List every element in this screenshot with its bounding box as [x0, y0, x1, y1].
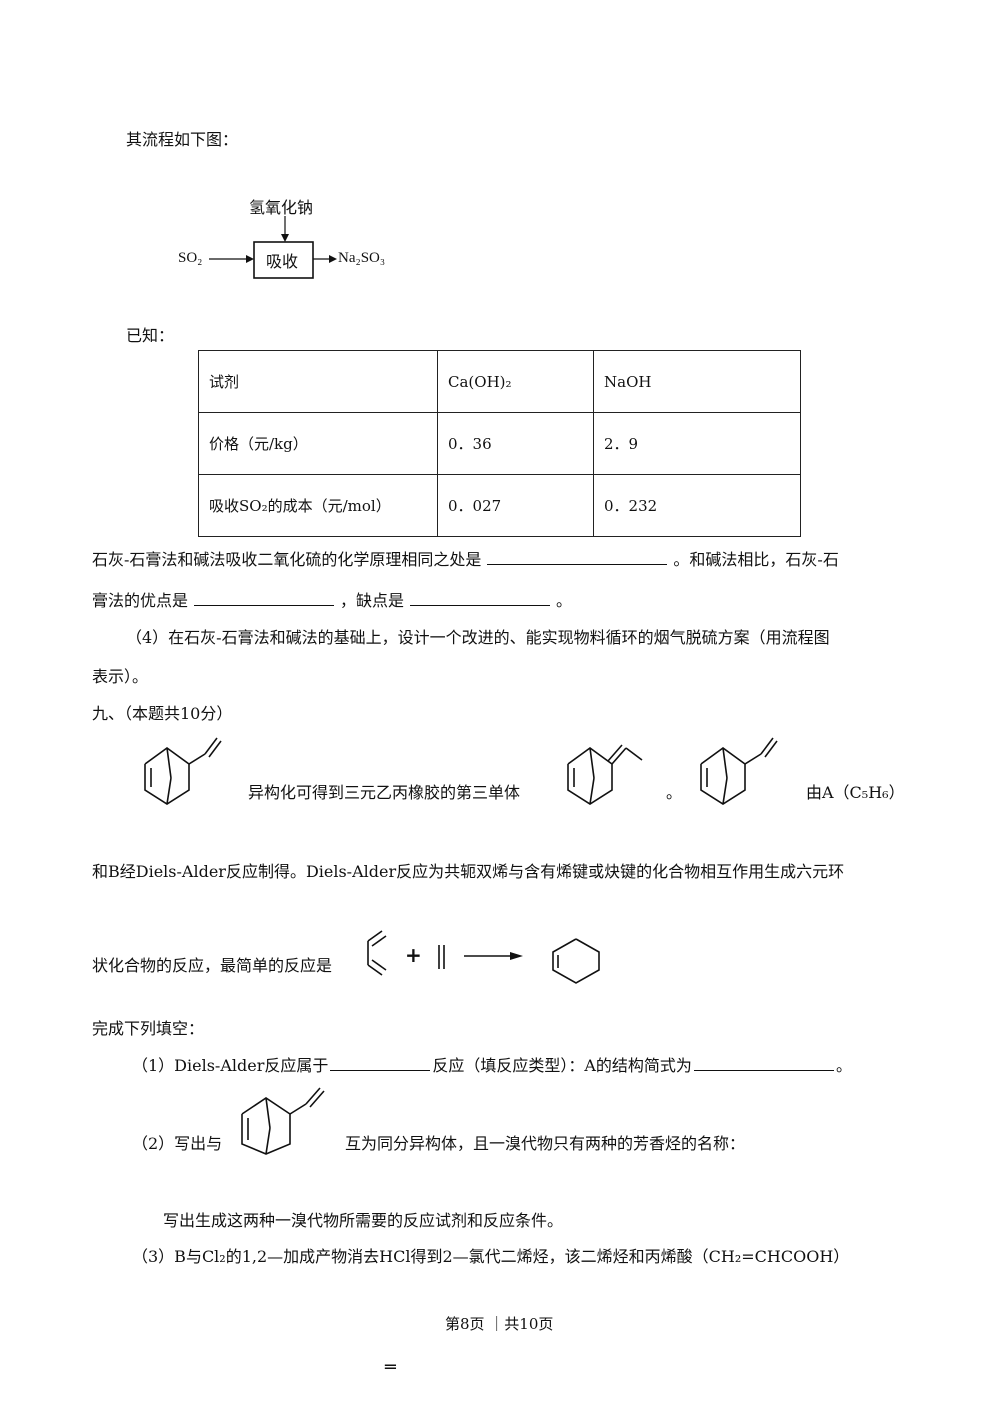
table-header-cell: NaOH — [593, 350, 801, 413]
q8-part4-line2: 表示）。 — [92, 667, 149, 686]
q8-line2-text-b: ，缺点是 — [340, 591, 405, 610]
table-header-cell: Ca(OH)₂ — [437, 350, 594, 413]
q9-part1-text-b: 反应（填反应类型）：A的结构简式为 — [432, 1056, 692, 1075]
q8-line2-text-c: 。 — [556, 591, 573, 610]
answer-blank[interactable] — [410, 604, 551, 606]
table-cell: 价格（元/kg） — [198, 412, 438, 475]
flowchart-box-label: 吸收 — [266, 252, 299, 271]
answer-blank[interactable] — [487, 563, 668, 565]
q9-part2-a: （2）写出与 — [132, 1134, 223, 1153]
flowchart-reagent: 氢氧化钠 — [249, 198, 314, 217]
flowchart-output: Na₂SO₃ — [338, 250, 386, 266]
diels-alder-reaction-scheme — [367, 930, 600, 984]
q8-line2-text-a: 膏法的优点是 — [92, 591, 189, 610]
flow-intro-text: 其流程如下图： — [126, 130, 239, 149]
fill-in-label: 完成下列填空： — [92, 1019, 205, 1038]
q9-part1-text-a: （1）Diels-Alder反应属于 — [132, 1056, 329, 1075]
q9-line1-dot: 。 — [666, 783, 683, 802]
q8-line1: 石灰-石膏法和碱法吸收二氧化硫的化学原理相同之处是 。和碱法相比，石灰-石 — [92, 546, 839, 570]
answer-blank[interactable] — [194, 604, 335, 606]
table-cell: 0．36 — [437, 412, 594, 475]
vinyl-norbornene-structure-3 — [241, 1087, 325, 1155]
q9-heading: 九、（本题共10分） — [92, 704, 233, 723]
q8-part4-line1: （4）在石灰-石膏法和碱法的基础上，设计一个改进的、能实现物料循环的烟气脱硫方案… — [126, 628, 830, 647]
table-cell: 2．9 — [593, 412, 801, 475]
q8-line2: 膏法的优点是 ，缺点是 。 — [92, 587, 572, 611]
q8-line1-text-b: 。和碱法相比，石灰-石 — [673, 550, 839, 569]
bottom-mark: ═ — [385, 1357, 396, 1378]
table-header-row: 试剂 Ca(OH)₂ NaOH — [198, 350, 801, 413]
q9-line1-end: 由A（C₅H₆） — [806, 783, 905, 802]
q9-part2-b: 互为同分异构体，且一溴代物只有两种的芳香烃的名称： — [345, 1134, 746, 1153]
q9-line3: 状化合物的反应，最简单的反应是 — [92, 956, 333, 975]
table-row: 吸收SO₂的成本（元/mol） 0．027 0．232 — [198, 474, 801, 537]
ethylidene-norbornene-structure — [567, 744, 643, 805]
table-cell: 0．027 — [437, 474, 594, 537]
vinyl-norbornene-structure-1 — [144, 737, 222, 805]
answer-blank[interactable] — [693, 1069, 834, 1071]
reagent-table: 试剂 Ca(OH)₂ NaOH 价格（元/kg） 0．36 2．9 吸收SO₂的… — [198, 350, 801, 537]
q9-part1-text-c: 。 — [835, 1056, 852, 1075]
known-label: 已知： — [126, 326, 175, 345]
table-header-cell: 试剂 — [198, 350, 438, 413]
q9-part2-line2: 写出生成这两种一溴代物所需要的反应试剂和反应条件。 — [163, 1211, 564, 1230]
vinyl-norbornene-structure-2 — [700, 737, 778, 805]
table-cell: 吸收SO₂的成本（元/mol） — [198, 474, 438, 537]
q8-line1-text-a: 石灰-石膏法和碱法吸收二氧化硫的化学原理相同之处是 — [92, 550, 482, 569]
flowchart-input: SO₂ — [178, 250, 203, 266]
plus-sign: + — [405, 943, 422, 967]
answer-blank[interactable] — [330, 1069, 431, 1071]
q9-line1-mid: 异构化可得到三元乙丙橡胶的第三单体 — [248, 783, 521, 802]
q9-part3: （3）B与Cl₂的1,2—加成产物消去HCl得到2—氯代二烯烃，该二烯烃和丙烯酸… — [132, 1247, 850, 1266]
table-row: 价格（元/kg） 0．36 2．9 — [198, 412, 801, 475]
flowchart-arrows — [209, 216, 337, 279]
q9-line2: 和B经Diels-Alder反应制得。Diels-Alder反应为共轭双烯与含有… — [92, 862, 845, 881]
table-cell: 0．232 — [593, 474, 801, 537]
q9-part1: （1）Diels-Alder反应属于 反应（填反应类型）：A的结构简式为 。 — [132, 1052, 852, 1076]
page-footer: 第8页 ｜共10页 — [445, 1315, 554, 1333]
